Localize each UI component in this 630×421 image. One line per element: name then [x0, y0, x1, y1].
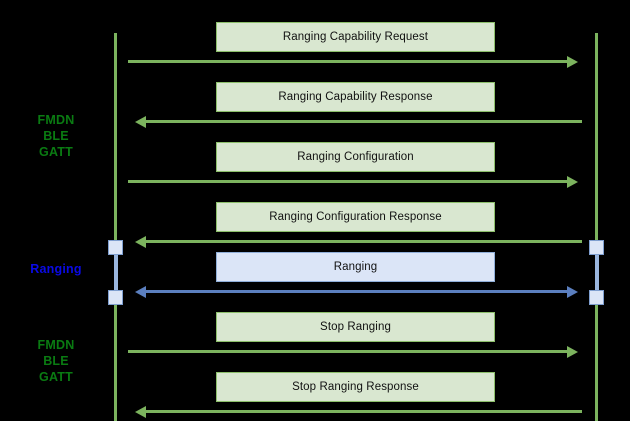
message-box-stop-ranging: Stop Ranging [216, 312, 495, 342]
message-arrowhead-left-2 [135, 115, 146, 128]
message-arrow-line-7 [146, 410, 582, 413]
message-arrow-line-1 [128, 60, 568, 63]
message-box-ranging-configuration-response: Ranging Configuration Response [216, 202, 495, 232]
left-activation-box-start [108, 240, 123, 255]
left-activation-box-end [108, 290, 123, 305]
left-activation-bar [113, 247, 118, 297]
message-arrow-line-5 [146, 290, 568, 293]
message-arrowhead-right-5 [567, 285, 578, 298]
message-arrow-line-2 [146, 120, 582, 123]
phase-label-fmdn-bottom: FMDN BLE GATT [37, 338, 75, 384]
message-box-ranging-configuration: Ranging Configuration [216, 142, 495, 172]
phase-label-ranging: Ranging [30, 262, 82, 276]
right-lifeline [595, 33, 598, 421]
phase-label-fmdn-top: FMDN BLE GATT [37, 113, 75, 159]
left-lifeline [114, 33, 117, 421]
right-activation-bar [594, 247, 599, 297]
message-box-ranging-capability-response: Ranging Capability Response [216, 82, 495, 112]
message-arrow-line-3 [128, 180, 568, 183]
right-activation-box-start [589, 240, 604, 255]
message-arrow-line-4 [146, 240, 582, 243]
message-arrowhead-left-4 [135, 235, 146, 248]
message-arrow-line-6 [128, 350, 568, 353]
message-box-ranging: Ranging [216, 252, 495, 282]
right-activation-box-end [589, 290, 604, 305]
message-arrowhead-right-1 [567, 55, 578, 68]
message-box-stop-ranging-response: Stop Ranging Response [216, 372, 495, 402]
message-box-ranging-capability-request: Ranging Capability Request [216, 22, 495, 52]
message-arrowhead-left-7 [135, 405, 146, 418]
message-arrowhead-left-5 [135, 285, 146, 298]
message-arrowhead-right-6 [567, 345, 578, 358]
message-arrowhead-right-3 [567, 175, 578, 188]
